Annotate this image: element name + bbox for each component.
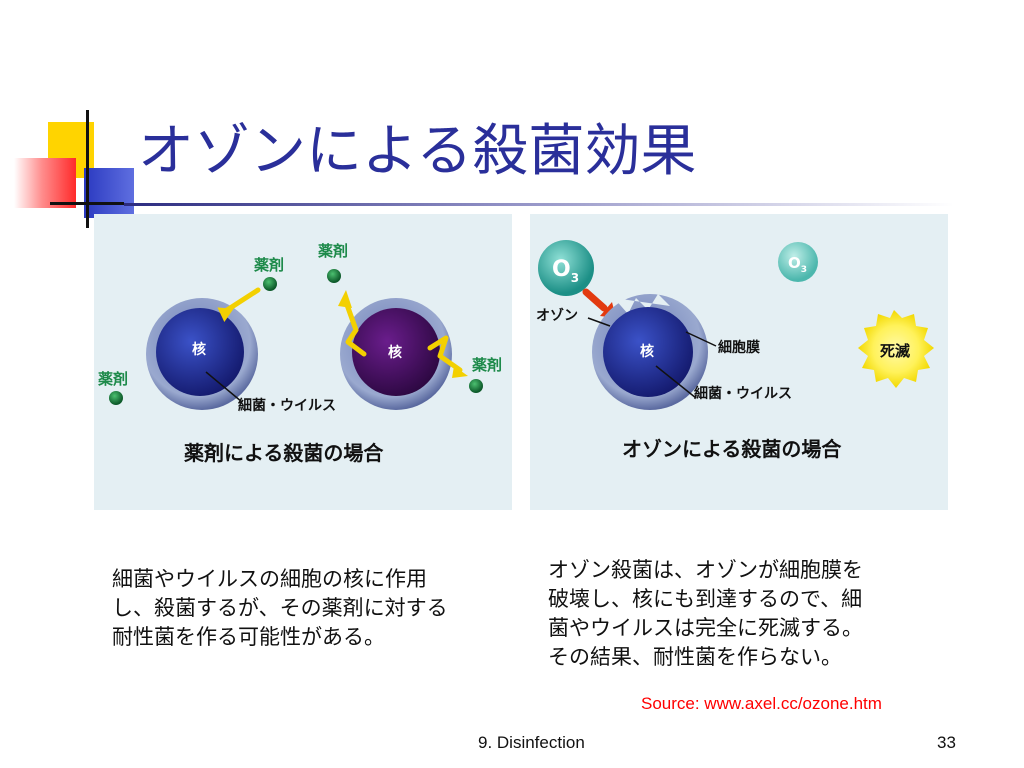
- nucleus-1: [156, 308, 244, 396]
- nucleus-label-1: 核: [192, 341, 206, 358]
- o3-label-main: O3: [552, 257, 579, 285]
- ozone-pointer-line: [587, 317, 611, 327]
- death-label: 死滅: [880, 342, 910, 360]
- decor-blue-square: [84, 168, 134, 218]
- footer-section: 9. Disinfection: [478, 733, 585, 752]
- decor-horizontal-line: [50, 202, 124, 205]
- nucleus-2: [352, 308, 440, 396]
- drug-label-1: 薬剤: [253, 256, 284, 274]
- decor-red-square: [14, 158, 76, 208]
- membrane-label: 細胞膜: [718, 339, 760, 356]
- drug-particle-4: [469, 379, 483, 393]
- decor-vertical-line: [86, 110, 89, 228]
- ozone-molecule-small: [778, 242, 818, 282]
- bacteria-label: 細菌・ウイルス: [694, 385, 792, 402]
- drug-label-4: 薬剤: [471, 356, 502, 374]
- drug-arrow-1: [221, 287, 261, 315]
- drug-label-3: 薬剤: [97, 370, 128, 388]
- source-citation: Source: www.axel.cc/ozone.htm: [641, 694, 882, 713]
- o3-label-small: O3: [788, 254, 807, 275]
- death-burst: [858, 310, 934, 388]
- drug-arrow-3: [427, 335, 463, 373]
- drug-particle-3: [109, 391, 123, 405]
- nucleus: [603, 307, 693, 397]
- right-caption: オゾンによる殺菌の場合: [622, 437, 842, 461]
- page-number: 33: [937, 733, 956, 752]
- drug-label-2: 薬剤: [317, 242, 348, 260]
- bacteria-label: 細菌・ウイルス: [238, 397, 336, 414]
- drug-particle-1: [263, 277, 277, 291]
- bacteria-pointer-line: [205, 371, 243, 403]
- ozone-disinfection-illustration: O3 O3 オゾン 核 細胞膜 細菌・ウイルス 死滅 オゾンによる殺菌の場合: [530, 214, 948, 510]
- ozone-label: オゾン: [536, 307, 578, 324]
- membrane-pointer-line: [685, 331, 717, 347]
- title-underline: [124, 203, 954, 206]
- slide-title: オゾンによる殺菌効果: [138, 119, 697, 184]
- drug-arrow-2: [343, 299, 367, 357]
- nucleus-label-2: 核: [388, 344, 402, 361]
- ozone-molecule-main: [538, 240, 594, 296]
- nucleus-label: 核: [640, 343, 654, 360]
- drug-particle-2: [327, 269, 341, 283]
- bacteria-pointer-line: [655, 365, 697, 399]
- ozone-description: オゾン殺菌は、オゾンが細胞膜を 破壊し、核にも到達するので、細 菌やウイルスは完…: [548, 558, 863, 669]
- drug-disinfection-illustration: 薬剤 薬剤 薬剤 薬剤 核 核 細菌・ウイルス 薬剤による殺菌の場合: [94, 214, 512, 510]
- drug-description: 細菌やウイルスの細胞の核に作用 し、殺菌するが、その薬剤に対する 耐性菌を作る可…: [112, 567, 448, 649]
- left-caption: 薬剤による殺菌の場合: [184, 441, 384, 465]
